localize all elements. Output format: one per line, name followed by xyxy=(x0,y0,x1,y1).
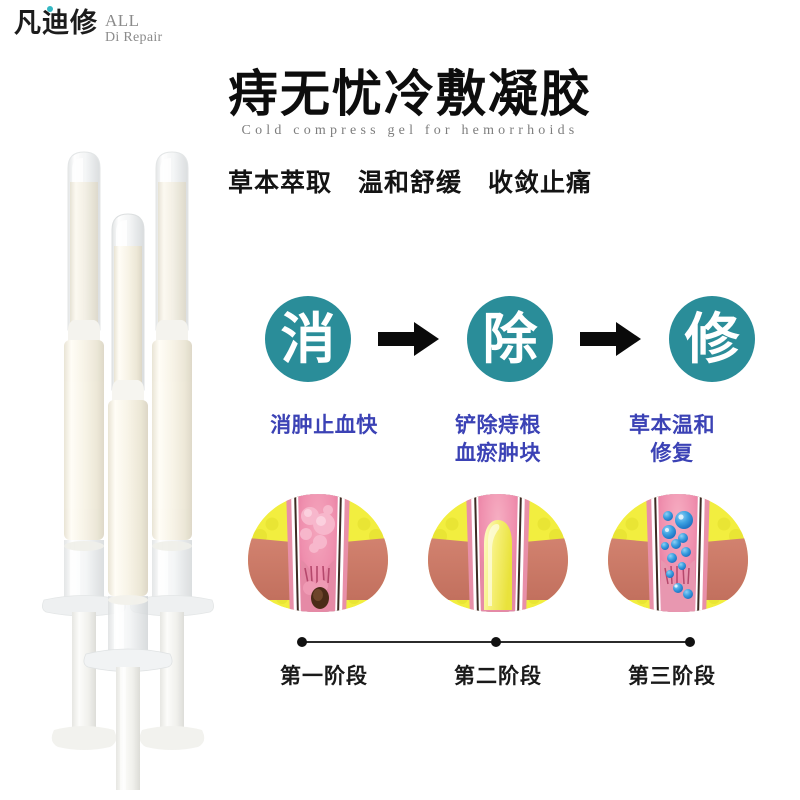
step-flow: 消 除 修 xyxy=(265,296,755,382)
timeline-dot xyxy=(685,637,695,647)
headline-block: 痔无忧冷敷凝胶 Cold compress gel for hemorrhoid… xyxy=(190,68,630,139)
product-syringes xyxy=(42,151,214,790)
step-circle-2: 除 xyxy=(467,296,553,382)
brand-logo-en-line1: ALL xyxy=(105,11,140,30)
syringe-back-right xyxy=(130,151,214,750)
step-circle-3: 修 xyxy=(669,296,755,382)
caption-line: 草本温和 xyxy=(629,413,715,437)
product-subtitle: Cold compress gel for hemorrhoids xyxy=(241,122,579,138)
caption-line: 消肿止血快 xyxy=(270,413,378,437)
cooling-droplets xyxy=(661,511,693,599)
brand-logo-cn: 凡迪修 xyxy=(14,8,98,39)
anatomy-figures xyxy=(238,488,758,618)
feature-item: 草本萃取 xyxy=(227,168,332,197)
feature-item: 温和舒缓 xyxy=(357,168,462,197)
syringe-back-left xyxy=(42,151,126,750)
step-circle-1: 消 xyxy=(265,296,351,382)
step-char-2: 除 xyxy=(482,306,538,371)
stage-label-row: 第一阶段 第二阶段 第三阶段 xyxy=(238,660,758,690)
brand-logo-en-line2: Di Repair xyxy=(105,30,163,46)
brand-accent-dot-icon xyxy=(47,6,53,12)
right-arrow-icon xyxy=(580,322,641,356)
step-char-1: 消 xyxy=(280,306,336,371)
product-title: 痔无忧冷敷凝胶 xyxy=(228,65,592,123)
feature-list: 草本萃取 温和舒缓 收敛止痛 xyxy=(200,163,620,199)
step-caption-1: 消肿止血快 xyxy=(238,412,410,467)
anatomy-figure-gel-applied xyxy=(428,494,568,612)
step-captions: 消肿止血快 铲除痔根 血瘀肿块 草本温和 修复 xyxy=(238,412,758,467)
caption-line: 修复 xyxy=(650,440,694,465)
brand-logo-en: ALL Di Repair xyxy=(105,11,163,46)
caption-line: 血瘀肿块 xyxy=(455,440,541,465)
stage-timeline xyxy=(297,637,695,647)
stage-label-1: 第一阶段 xyxy=(280,664,368,688)
step-caption-3: 草本温和 修复 xyxy=(586,412,758,467)
timeline-dot xyxy=(491,637,501,647)
step-caption-2: 铲除痔根 血瘀肿块 xyxy=(412,412,584,467)
syringe-front-center xyxy=(83,213,173,790)
feature-item: 收敛止痛 xyxy=(488,168,593,197)
anatomy-figure-inflamed xyxy=(248,494,388,612)
brand-logo: 凡迪修 ALL Di Repair xyxy=(14,6,163,46)
right-arrow-icon xyxy=(378,322,439,356)
stage-label-3: 第三阶段 xyxy=(628,664,716,688)
anatomy-figure-healing xyxy=(608,494,748,612)
timeline-dot xyxy=(297,637,307,647)
step-char-3: 修 xyxy=(684,306,740,371)
stage-label-2: 第二阶段 xyxy=(454,664,542,688)
caption-line: 铲除痔根 xyxy=(455,413,541,437)
